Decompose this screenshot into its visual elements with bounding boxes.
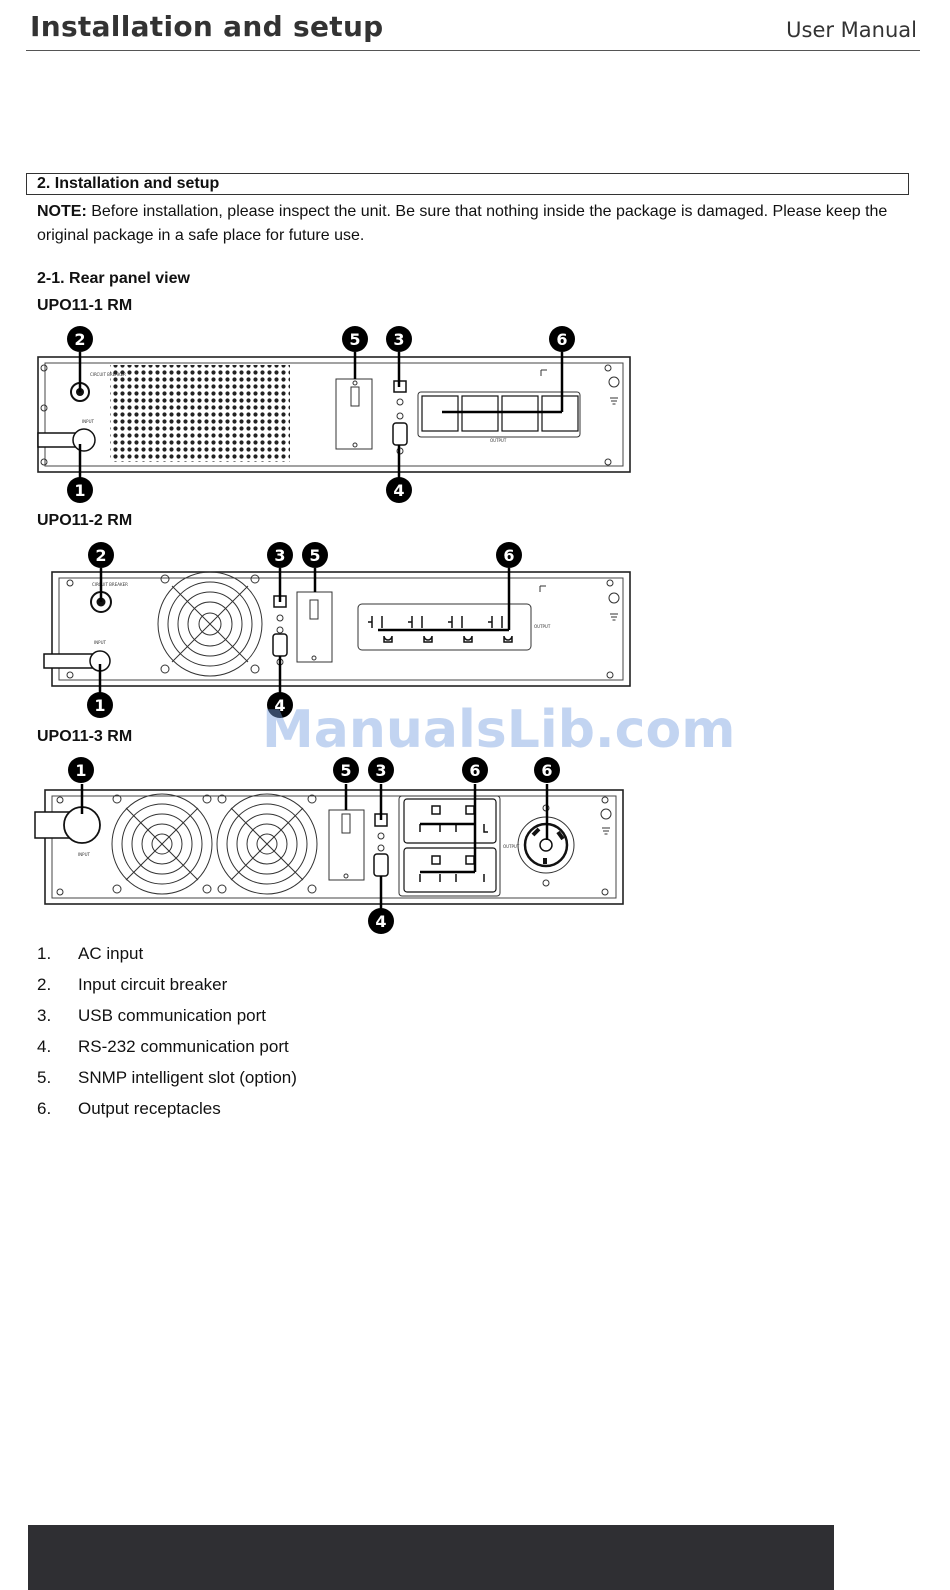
callout-legend: 1.AC input 2.Input circuit breaker 3.USB… (37, 942, 297, 1128)
model-label-1: UPO11-1 RM (37, 297, 133, 314)
rear-panel-diagram-2: CIRCUIT BREAKER INPUT OUTPUT 2 (43, 542, 631, 718)
page-header-manual-label: User Manual (786, 18, 917, 42)
legend-item: 6.Output receptacles (37, 1099, 221, 1118)
callout-1: 1 (87, 692, 113, 718)
callout-6: 6 (462, 757, 488, 783)
cooling-fan-icon (216, 793, 318, 895)
output-receptacle-icon (421, 395, 459, 432)
rs232-port-icon (373, 853, 389, 877)
callout-2: 2 (88, 542, 114, 568)
output-receptacle-icon (403, 847, 497, 893)
callout-1: 1 (68, 757, 94, 783)
cooling-fan-icon (157, 571, 263, 677)
input-label: INPUT (82, 419, 95, 424)
input-label: INPUT (94, 640, 107, 645)
rear-panel-diagram-3: INPUT OUTPUT (34, 757, 624, 934)
output-receptacle-icon (501, 395, 539, 432)
rs232-port-icon (272, 633, 288, 657)
svg-text:2: 2 (74, 330, 85, 349)
installation-note: NOTE: Before installation, please inspec… (37, 200, 907, 248)
subsection-heading: 2-1. Rear panel view (37, 270, 190, 287)
page-footer-bar (28, 1525, 834, 1590)
output-receptacle-icon (541, 395, 579, 432)
svg-text:1: 1 (94, 696, 105, 715)
callout-3: 3 (386, 326, 412, 352)
legend-item: 2.Input circuit breaker (37, 975, 228, 994)
svg-text:4: 4 (393, 481, 404, 500)
ground-terminal-icon (608, 376, 620, 388)
callout-5: 5 (302, 542, 328, 568)
svg-text:3: 3 (375, 761, 386, 780)
legend-item: 1.AC input (37, 944, 144, 963)
legend-item: 4.RS-232 communication port (37, 1037, 289, 1056)
svg-text:6: 6 (541, 761, 552, 780)
watermark: ManualsLib.com (262, 700, 736, 760)
svg-text:2: 2 (95, 546, 106, 565)
svg-text:5: 5 (340, 761, 351, 780)
svg-text:6: 6 (469, 761, 480, 780)
output-receptacle-group (417, 391, 581, 438)
callout-5: 5 (333, 757, 359, 783)
output-receptacle-group (398, 795, 501, 897)
callout-4: 4 (386, 477, 412, 503)
callout-6: 6 (496, 542, 522, 568)
input-label: INPUT (78, 852, 91, 857)
rear-panel-diagram-1: CIRCUIT BREAKER INPUT OUTPUT 2 5 3 6 1 4 (37, 326, 631, 503)
note-text: Before installation, please inspect the … (37, 203, 888, 244)
output-receptacle-icon (368, 616, 513, 643)
ventilation-grille (110, 365, 290, 462)
output-label: OUTPUT (490, 438, 507, 443)
header-divider (26, 50, 920, 51)
note-label: NOTE: (37, 203, 87, 220)
ground-terminal-icon (600, 808, 612, 820)
legend-item: 5.SNMP intelligent slot (option) (37, 1068, 297, 1087)
callout-5: 5 (342, 326, 368, 352)
breaker-label: CIRCUIT BREAKER (90, 372, 126, 377)
svg-text:4: 4 (274, 696, 285, 715)
svg-text:5: 5 (309, 546, 320, 565)
svg-text:5: 5 (349, 330, 360, 349)
model-label-3: UPO11-3 RM (37, 728, 133, 745)
output-receptacle-icon (403, 798, 497, 844)
callout-1: 1 (67, 477, 93, 503)
ground-terminal-icon (608, 592, 620, 604)
svg-text:3: 3 (274, 546, 285, 565)
svg-text:1: 1 (75, 761, 86, 780)
callout-3: 3 (267, 542, 293, 568)
callout-4: 4 (267, 692, 293, 718)
callout-6: 6 (534, 757, 560, 783)
svg-text:6: 6 (556, 330, 567, 349)
callout-6: 6 (549, 326, 575, 352)
output-receptacle-group (357, 603, 532, 651)
output-receptacle-icon (461, 395, 499, 432)
svg-text:6: 6 (503, 546, 514, 565)
callout-2: 2 (67, 326, 93, 352)
page-header-title: Installation and setup (30, 10, 384, 43)
output-label: OUTPUT (503, 844, 520, 849)
rs232-port-icon (392, 422, 408, 446)
svg-text:3: 3 (393, 330, 404, 349)
callout-3: 3 (368, 757, 394, 783)
legend-item: 3.USB communication port (37, 1006, 267, 1025)
breaker-label: CIRCUIT BREAKER (92, 582, 128, 587)
svg-text:1: 1 (74, 481, 85, 500)
section-heading: 2. Installation and setup (26, 173, 909, 195)
output-label: OUTPUT (534, 624, 551, 629)
callout-4: 4 (368, 908, 394, 934)
cooling-fan-icon (111, 793, 213, 895)
chassis-outline (51, 571, 631, 687)
svg-text:4: 4 (375, 912, 386, 931)
twist-lock-receptacle-icon (517, 804, 575, 887)
model-label-2: UPO11-2 RM (37, 512, 133, 529)
